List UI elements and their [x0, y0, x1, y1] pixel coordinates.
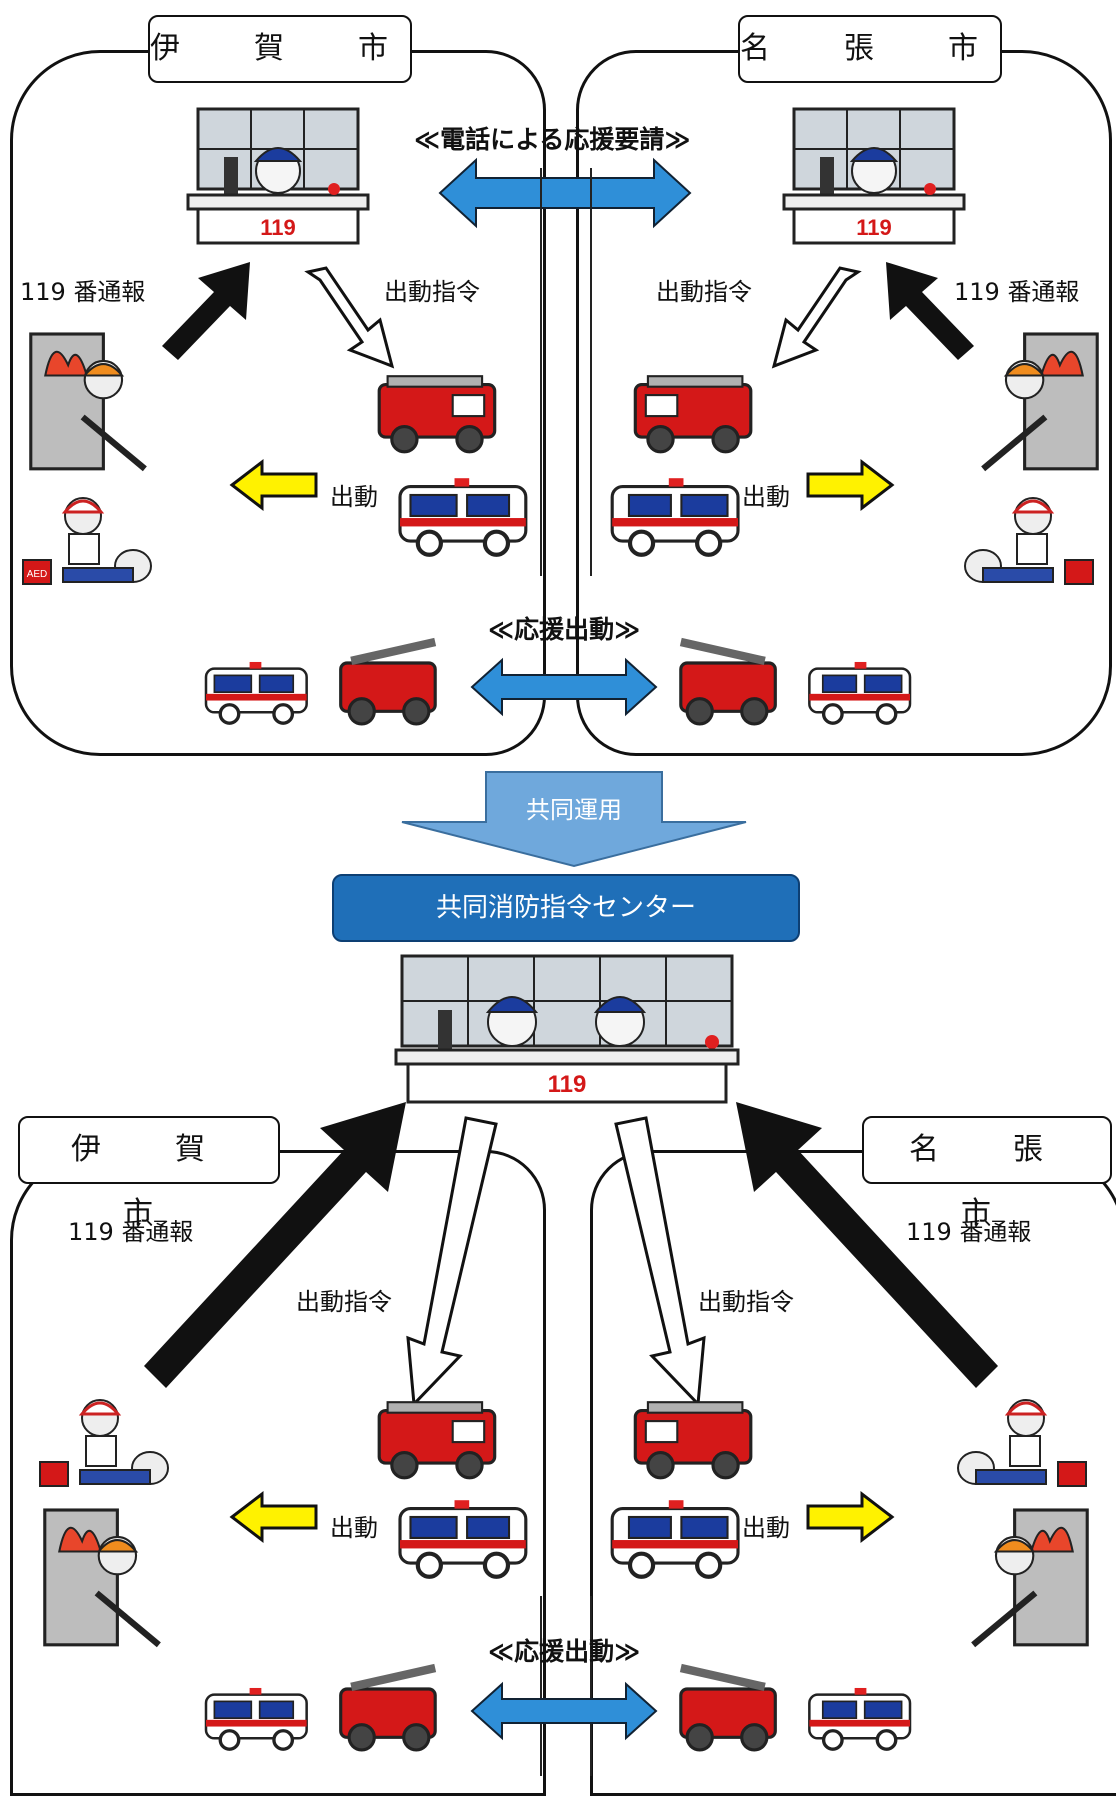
aed-rescue-icon-right: [963, 496, 1095, 586]
joint-dispatch-center-title: 共同消防指令センター: [332, 874, 800, 942]
dispatch-arrow-icon-left-bottom: [229, 1490, 318, 1544]
fire-engine-icon-left-bottom: [377, 1400, 497, 1480]
aed-rescue-icon-right-bottom: [956, 1398, 1088, 1488]
support-double-arrow-icon-top: [470, 657, 658, 717]
boundary-line: [590, 1596, 592, 1776]
dispatch-label-right-bottom: 出動: [742, 1514, 790, 1542]
ladder-truck-icon-right-bottom: [672, 1668, 782, 1752]
aed-rescue-icon-left-bottom: [38, 1398, 170, 1488]
emergency-call-label-right-bottom: 119 番通報: [906, 1218, 1032, 1246]
call-arrow-icon-left-bottom: [144, 1102, 406, 1388]
ambulance-icon-support-left: [204, 660, 309, 725]
boundary-line: [540, 1596, 542, 1776]
joint-dispatch-console-icon: 119: [394, 954, 740, 1104]
building-fire-icon-left-bottom: [42, 1510, 172, 1650]
call-arrow-icon-right-bottom: [736, 1102, 998, 1388]
dispatch-label-right: 出動: [742, 483, 790, 511]
ladder-truck-icon-left: [334, 642, 444, 726]
dispatch-console-icon-right: 119: [782, 107, 966, 245]
ambulance-icon-right: [608, 476, 738, 558]
nabari-label-bottom: 名 張 市: [862, 1116, 1112, 1231]
fire-engine-icon-left: [377, 374, 497, 454]
dispatch-order-label-left-bottom: 出動指令: [296, 1288, 392, 1316]
fire-engine-icon-right-bottom: [633, 1400, 753, 1480]
phone-support-double-arrow-icon: [438, 157, 692, 229]
emergency-call-label-left: 119 番通報: [20, 278, 146, 306]
dispatch-order-arrow-icon-left-bottom: [406, 1116, 498, 1408]
call-arrow-icon-left: [162, 262, 250, 360]
emergency-call-label-right: 119 番通報: [954, 278, 1080, 306]
fire-engine-icon-right: [633, 374, 753, 454]
dispatch-order-label-left: 出動指令: [384, 278, 480, 306]
dispatch-arrow-icon-right: [806, 458, 895, 512]
phone-request-label: ≪電話による応援要請≫: [414, 125, 691, 154]
dispatch-label-left-bottom: 出動: [330, 1514, 378, 1542]
dispatch-arrow-icon-left: [229, 458, 318, 512]
ladder-truck-icon-right: [672, 642, 782, 726]
ambulance-icon-support-right: [807, 660, 912, 725]
svg-text:AED: AED: [27, 569, 48, 580]
dispatch-order-arrow-icon-left: [304, 266, 395, 369]
iga-label-bottom: 伊 賀 市: [18, 1116, 280, 1231]
support-dispatch-label-bottom: ≪応援出動≫: [488, 1637, 641, 1666]
ambulance-icon-left-bottom: [400, 1498, 530, 1580]
iga-label-top: 伊 賀 市: [148, 15, 412, 83]
ambulance-icon-right-bottom: [608, 1498, 738, 1580]
boundary-line: [540, 168, 542, 576]
ladder-truck-icon-left-bottom: [334, 1668, 444, 1752]
svg-text:119: 119: [548, 1071, 587, 1098]
support-double-arrow-icon-bottom: [470, 1681, 658, 1741]
dispatch-console-icon-left: 119: [186, 107, 370, 245]
boundary-line: [590, 168, 592, 576]
dispatch-order-label-right-bottom: 出動指令: [698, 1288, 794, 1316]
dispatch-order-arrow-icon-right: [771, 266, 862, 369]
dispatch-order-label-right: 出動指令: [656, 278, 752, 306]
ambulance-icon-support-left-bottom: [204, 1686, 309, 1751]
support-dispatch-label-top: ≪応援出動≫: [488, 615, 641, 644]
call-arrow-icon-right: [886, 262, 974, 360]
emergency-call-label-left-bottom: 119 番通報: [68, 1218, 194, 1246]
shared-operation-arrow-icon: [401, 771, 747, 868]
svg-text:119: 119: [260, 215, 296, 240]
svg-text:119: 119: [856, 215, 892, 240]
nabari-label-top: 名 張 市: [738, 15, 1002, 83]
dispatch-label-left: 出動: [330, 483, 378, 511]
dispatch-arrow-icon-right-bottom: [806, 1490, 895, 1544]
shared-operation-label: 共同運用: [526, 796, 622, 824]
dispatch-order-arrow-icon-right-bottom: [614, 1116, 706, 1408]
building-fire-icon-right: [970, 334, 1100, 474]
building-fire-icon-right-bottom: [960, 1510, 1090, 1650]
ambulance-icon-support-right-bottom: [807, 1686, 912, 1751]
building-fire-icon-left: [28, 334, 158, 474]
aed-rescue-icon-left: AED: [21, 496, 153, 586]
ambulance-icon-left: [400, 476, 530, 558]
